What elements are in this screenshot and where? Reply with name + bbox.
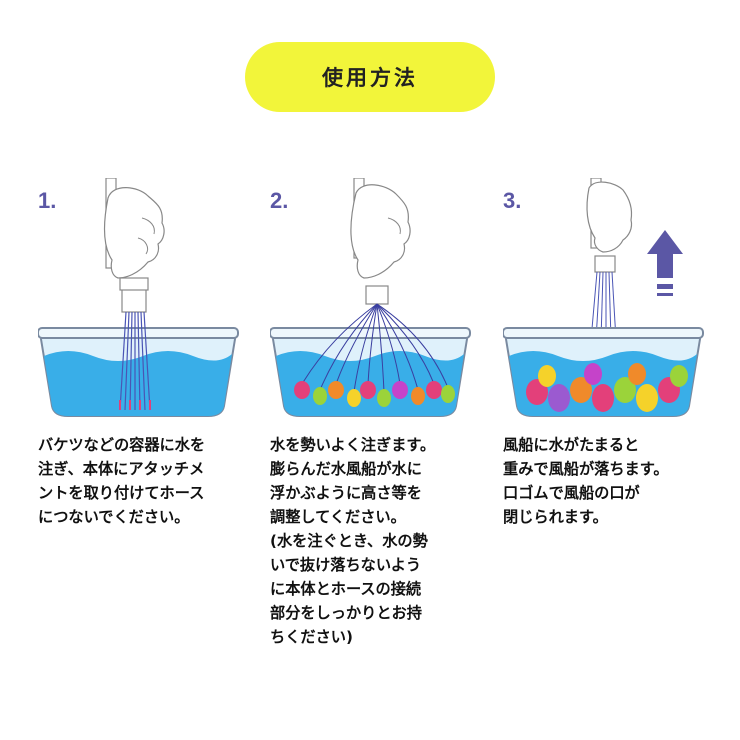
step-1-number: 1. [38, 188, 57, 213]
step-3-number: 3. [503, 188, 522, 213]
balloons-filling-icon [270, 178, 471, 417]
step-1-line: バケツなどの容器に水を [38, 436, 206, 454]
step-1-line: ントを取り付けてホース [38, 484, 205, 502]
step-2-line: 部分をしっかりとお持 [270, 604, 422, 622]
step-2-number: 2. [270, 188, 289, 213]
step-2-line: 浮かぶように高さ等を [270, 484, 422, 502]
step-2-line: いで抜け落ちないよう [270, 556, 422, 574]
step-3-line: 口ゴムで風船の口が [503, 484, 640, 502]
step-2-line: 調整してください。 [270, 508, 406, 526]
step-3-description: 風船に水がたまると 重みで風船が落ちます。 口ゴムで風船の口が 閉じられます。 [503, 433, 739, 529]
hand-hose-in-bucket-icon [38, 178, 239, 417]
step-2-line: に本体とホースの接続 [270, 580, 422, 598]
step-3-line: 閉じられます。 [503, 508, 608, 526]
page-title: 使用方法 [322, 66, 418, 90]
step-3-line: 重みで風船が落ちます。 [503, 460, 669, 478]
step-1-line: 注ぎ、本体にアタッチメ [38, 460, 205, 478]
step-2-line: ちください) [270, 628, 353, 646]
step-2-line: (水を注ぐとき、水の勢 [270, 532, 428, 550]
step-3-line: 風船に水がたまると [503, 436, 640, 454]
balloons-released-icon [503, 178, 704, 417]
title-badge: 使用方法 [245, 42, 495, 112]
step-2-description: 水を勢いよく注ぎます。 膨らんだ水風船が水に 浮かぶように高さ等を 調整してくだ… [270, 433, 506, 649]
step-2-line: 膨らんだ水風船が水に [270, 460, 422, 478]
step-2-line: 水を勢いよく注ぎます。 [270, 436, 436, 454]
step-1-line: につないでください。 [38, 508, 190, 526]
step-1-description: バケツなどの容器に水を 注ぎ、本体にアタッチメ ントを取り付けてホース につない… [38, 433, 274, 529]
